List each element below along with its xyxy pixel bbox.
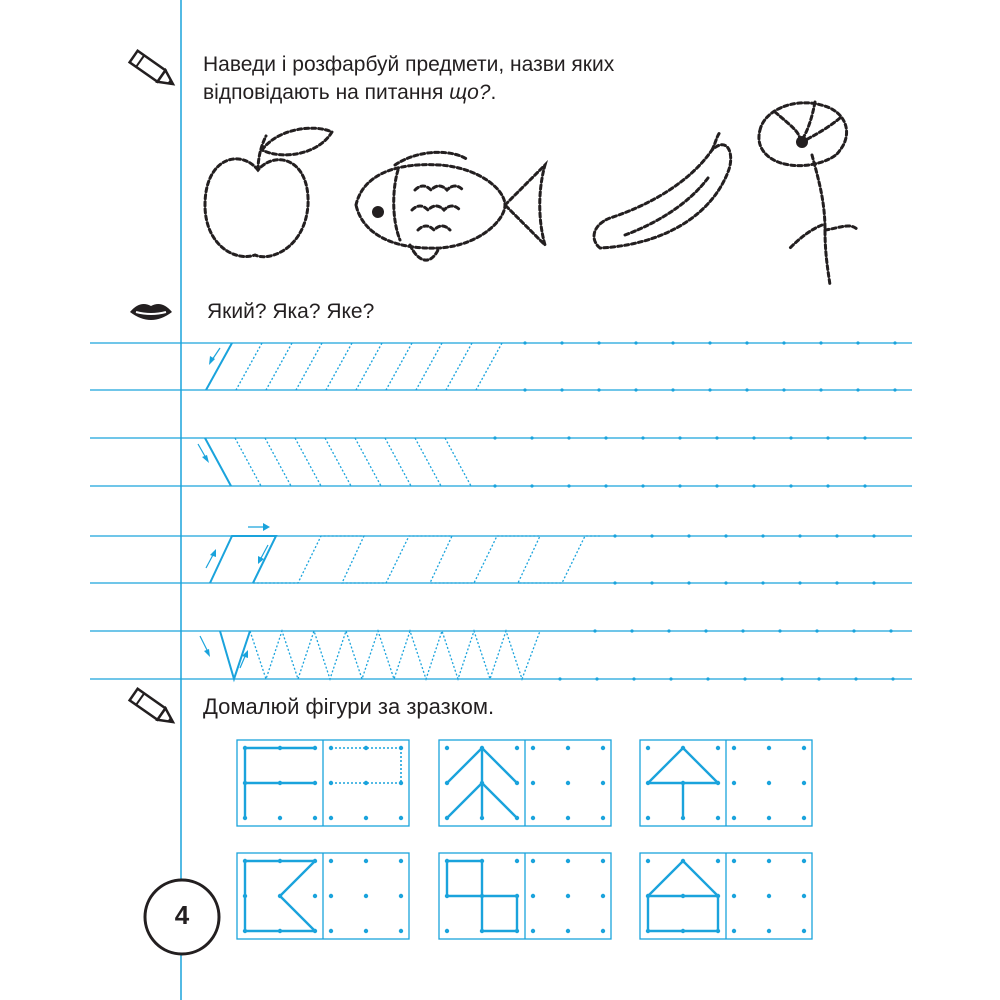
- row2-pattern: [197, 437, 472, 487]
- grid-block: [438, 739, 612, 827]
- page-number: 4: [174, 900, 190, 930]
- grid-dot: [328, 928, 334, 934]
- grid-dot: [328, 893, 334, 899]
- task1-line2-suffix: .: [490, 81, 497, 104]
- grid-dot: [514, 858, 520, 864]
- fish-outline: [354, 150, 548, 262]
- task1-line1: Наведи і розфарбуй предмети, назви яких: [203, 53, 615, 76]
- grid-dot: [731, 893, 737, 899]
- grid-dot: [530, 745, 536, 751]
- grid-dot: [645, 858, 651, 864]
- lips-icon: [130, 304, 172, 320]
- page-number-circle: [143, 878, 221, 956]
- grid-dot: [801, 745, 807, 751]
- grid-dot: [645, 815, 651, 821]
- task1-line2-prefix: відповідають на питання: [203, 81, 450, 104]
- task1-instruction: Наведи і розфарбуй предмети, назви яких …: [203, 51, 614, 107]
- grid-dot: [715, 745, 721, 751]
- grid-dot: [328, 858, 334, 864]
- poppy-flower-outline: [757, 100, 860, 287]
- pencil-icon: [127, 49, 176, 86]
- grid-dot: [530, 893, 536, 899]
- grid-dot: [398, 893, 404, 899]
- grid-dot: [600, 815, 606, 821]
- grid-dot: [715, 815, 721, 821]
- task1-question-word: що?: [449, 81, 491, 104]
- task2-questions: Який? Яка? Яке?: [207, 300, 375, 323]
- poppy-center: [796, 136, 808, 148]
- grid-dot: [398, 815, 404, 821]
- grid-block: [639, 852, 813, 940]
- guide-dots: [493, 341, 897, 681]
- apple-outline: [203, 126, 335, 259]
- grid-dot: [766, 815, 772, 821]
- fish-eye: [372, 206, 384, 218]
- grid-dot: [731, 858, 737, 864]
- grid-dot: [277, 815, 283, 821]
- grid-dot: [514, 745, 520, 751]
- grid-dot: [363, 745, 369, 751]
- grid-dot: [600, 893, 606, 899]
- grid-dot: [363, 858, 369, 864]
- pattern-grids: [236, 739, 813, 940]
- grid-dot: [363, 815, 369, 821]
- grid-dot: [600, 928, 606, 934]
- grid-block: [236, 852, 410, 940]
- grid-dot: [600, 745, 606, 751]
- row4-pattern: [199, 628, 541, 683]
- row3-pattern: [205, 523, 600, 584]
- grid-dot: [565, 745, 571, 751]
- grid-dot: [398, 858, 404, 864]
- task1-line2: відповідають на питання що?.: [203, 79, 614, 107]
- grid-dot: [801, 815, 807, 821]
- grid-dot: [444, 745, 450, 751]
- grid-dot: [801, 928, 807, 934]
- grid-dot: [363, 893, 369, 899]
- grid-dot: [801, 858, 807, 864]
- grid-block: [438, 852, 612, 940]
- grid-dot: [731, 780, 737, 786]
- grid-dot: [766, 928, 772, 934]
- grid-dot: [715, 858, 721, 864]
- grid-dot: [565, 815, 571, 821]
- grid-block: [639, 739, 813, 827]
- grid-dot: [328, 815, 334, 821]
- grid-dot: [731, 928, 737, 934]
- pencil-icon: [127, 687, 176, 724]
- grid-dot: [398, 928, 404, 934]
- grid-dot: [766, 893, 772, 899]
- grid-dot: [565, 858, 571, 864]
- grid-dot: [363, 780, 369, 786]
- grid-dot: [600, 780, 606, 786]
- grid-dot: [530, 815, 536, 821]
- grid-block: [236, 739, 410, 827]
- traceable-pictures: [203, 100, 860, 287]
- cucumber-outline: [592, 130, 733, 250]
- grid-dot: [444, 928, 450, 934]
- grid-dot: [600, 858, 606, 864]
- grid-dot: [565, 893, 571, 899]
- grid-dot: [312, 893, 318, 899]
- grid-dot: [565, 928, 571, 934]
- writing-lines: [90, 342, 912, 680]
- grid-dot: [801, 780, 807, 786]
- grid-dot: [766, 745, 772, 751]
- grid-dot: [530, 858, 536, 864]
- task3-instruction: Домалюй фігури за зразком.: [203, 694, 495, 719]
- grid-dot: [312, 815, 318, 821]
- grid-dot: [731, 745, 737, 751]
- grid-dot: [565, 780, 571, 786]
- grid-dot: [766, 780, 772, 786]
- grid-dot: [731, 815, 737, 821]
- grid-dot: [530, 928, 536, 934]
- grid-dot: [530, 780, 536, 786]
- grid-dot: [801, 893, 807, 899]
- grid-dot: [766, 858, 772, 864]
- grid-dot: [363, 928, 369, 934]
- row1-pattern: [205, 342, 503, 391]
- grid-dot: [645, 745, 651, 751]
